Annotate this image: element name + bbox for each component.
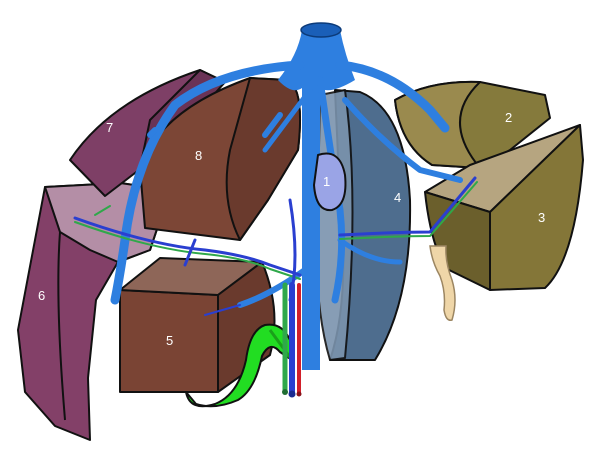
segment-8: 8	[139, 77, 301, 241]
segment-1-label: 1	[323, 174, 330, 189]
segment-6-label: 6	[38, 288, 45, 303]
segment-1: 1	[313, 152, 347, 212]
ligamentum-teres	[429, 245, 456, 322]
segment-5-label: 5	[166, 333, 173, 348]
segment-7-label: 7	[106, 120, 113, 135]
hilar-vessels	[282, 282, 302, 398]
segment-8-label: 8	[195, 148, 202, 163]
segment-2-label: 2	[505, 110, 512, 125]
segment-4-label: 4	[394, 190, 401, 205]
segment-3-label: 3	[538, 210, 545, 225]
